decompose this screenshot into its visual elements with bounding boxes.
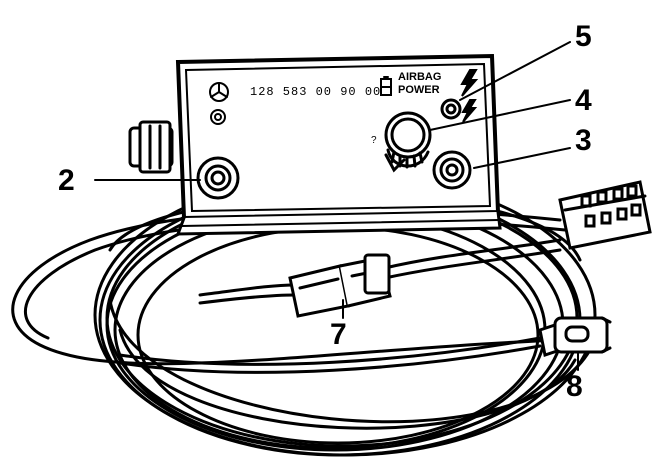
connector-8 [538,316,612,357]
callout-5: 5 [575,20,592,53]
tester-box [175,53,502,236]
dial-mark: ? [371,135,377,146]
left-button[interactable] [196,156,240,200]
pin-block [558,180,652,250]
callout-4: 4 [575,84,592,117]
cable-to-connector-7 [198,238,562,305]
battery-icon [380,76,392,96]
part-number: 128 583 00 90 00 [250,85,381,99]
cable-gland-left [128,120,174,174]
power-label: POWER [398,84,440,96]
cable-to-connector-8 [118,336,542,374]
airbag-label: AIRBAG [398,71,441,83]
leader-lines [94,41,579,371]
callout-3: 3 [575,124,592,157]
callout-7: 7 [330,318,347,351]
power-lamp [440,98,462,120]
right-button[interactable] [432,150,472,190]
callout-8: 8 [566,370,583,403]
screw-indicator [210,109,226,125]
star-logo [209,82,229,102]
rotary-knob[interactable] [384,111,432,173]
lightning-icon [460,69,479,123]
connector-7 [288,253,392,318]
callout-2: 2 [58,164,75,197]
